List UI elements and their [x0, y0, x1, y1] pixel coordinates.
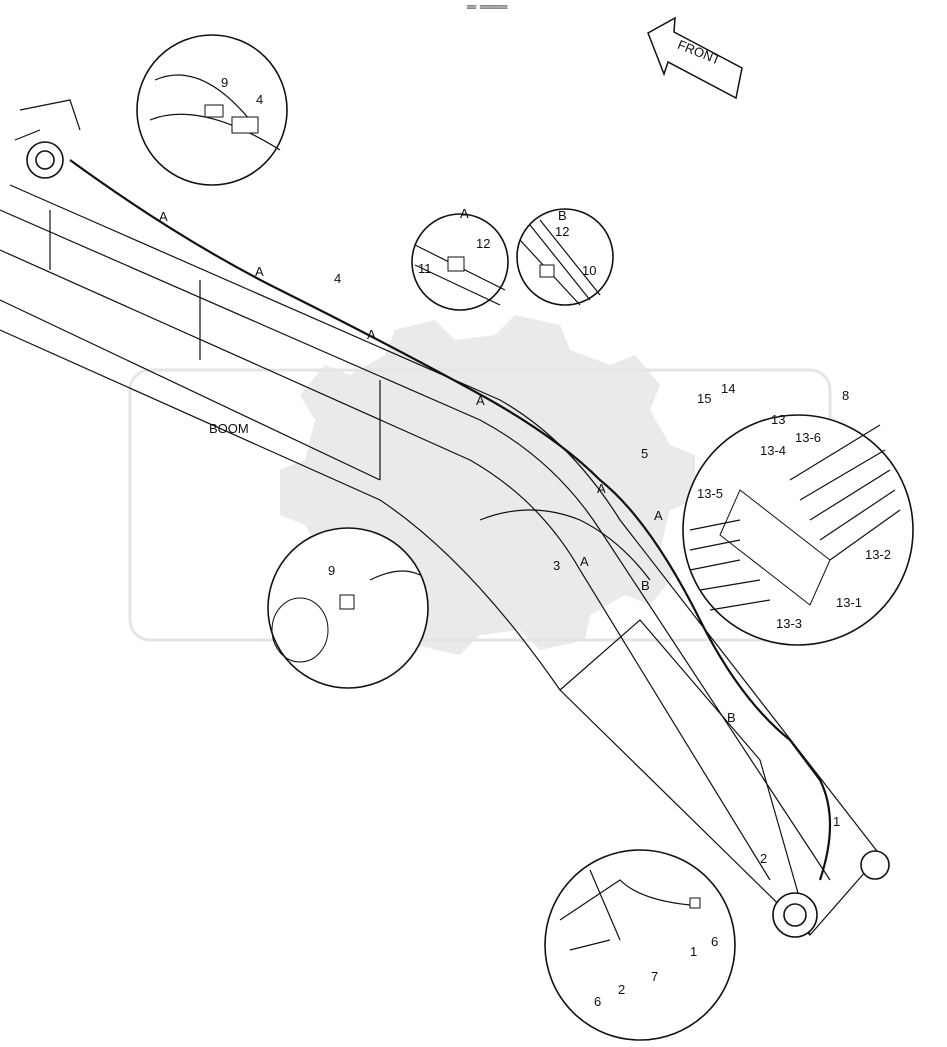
front-arrow: FRONT [647, 16, 743, 100]
callout-10: 10 [582, 263, 596, 278]
callout-1: 1 [833, 814, 840, 829]
boom-structure [0, 159, 881, 936]
callout-4-top: 4 [256, 92, 263, 107]
callout-12-a: 12 [476, 236, 490, 251]
callout-a-7: A [580, 554, 589, 569]
detail-circle-left [267, 527, 429, 689]
callout-a-5: A [597, 481, 606, 496]
callout-b-detail: B [558, 208, 567, 223]
callout-8: 8 [842, 388, 849, 403]
callout-a-3: A [367, 327, 376, 342]
callout-2: 2 [760, 851, 767, 866]
callout-9-left: 9 [328, 563, 335, 578]
callout-3: 3 [553, 558, 560, 573]
boom-foot-pin [772, 850, 890, 938]
callout-a-detail: A [460, 206, 469, 221]
callout-b-2: B [727, 710, 736, 725]
detail-circle-bottom [544, 849, 736, 1041]
callout-13-5: 13-5 [697, 486, 723, 501]
callout-9-top: 9 [221, 75, 228, 90]
callout-13-6: 13-6 [795, 430, 821, 445]
callout-a-4: A [476, 393, 485, 408]
top-mark: ═ ═══ [466, 0, 508, 14]
callout-a-1: A [159, 209, 168, 224]
callout-15: 15 [697, 391, 711, 406]
callout-b-1: B [641, 578, 650, 593]
callout-13-3: 13-3 [776, 616, 802, 631]
callout-6-bottom-right: 6 [711, 934, 718, 949]
detail-circle-a [411, 213, 509, 311]
detail-circle-manifold [682, 414, 914, 646]
detail-circle-b [516, 208, 614, 306]
callout-13-4: 13-4 [760, 443, 786, 458]
callout-1-bottom: 1 [690, 944, 697, 959]
callout-7: 7 [651, 969, 658, 984]
detail-circle-top [136, 34, 288, 186]
callout-11: 11 [418, 261, 432, 276]
callout-labels: 9 4 A 12 11 B 12 10 4 A A A A A A A B B … [159, 75, 891, 1009]
callout-13-2: 13-2 [865, 547, 891, 562]
callout-a-2: A [255, 264, 264, 279]
callout-5: 5 [641, 446, 648, 461]
boom-top-pin [14, 99, 81, 179]
callout-13-1: 13-1 [836, 595, 862, 610]
callout-2-bottom: 2 [618, 982, 625, 997]
callout-6-bottom-left: 6 [594, 994, 601, 1009]
callout-4: 4 [334, 271, 341, 286]
callout-12-b: 12 [555, 224, 569, 239]
boom-label: BOOM [209, 421, 249, 436]
callout-14: 14 [721, 381, 735, 396]
callout-13: 13 [771, 412, 785, 427]
callout-a-6: A [654, 508, 663, 523]
